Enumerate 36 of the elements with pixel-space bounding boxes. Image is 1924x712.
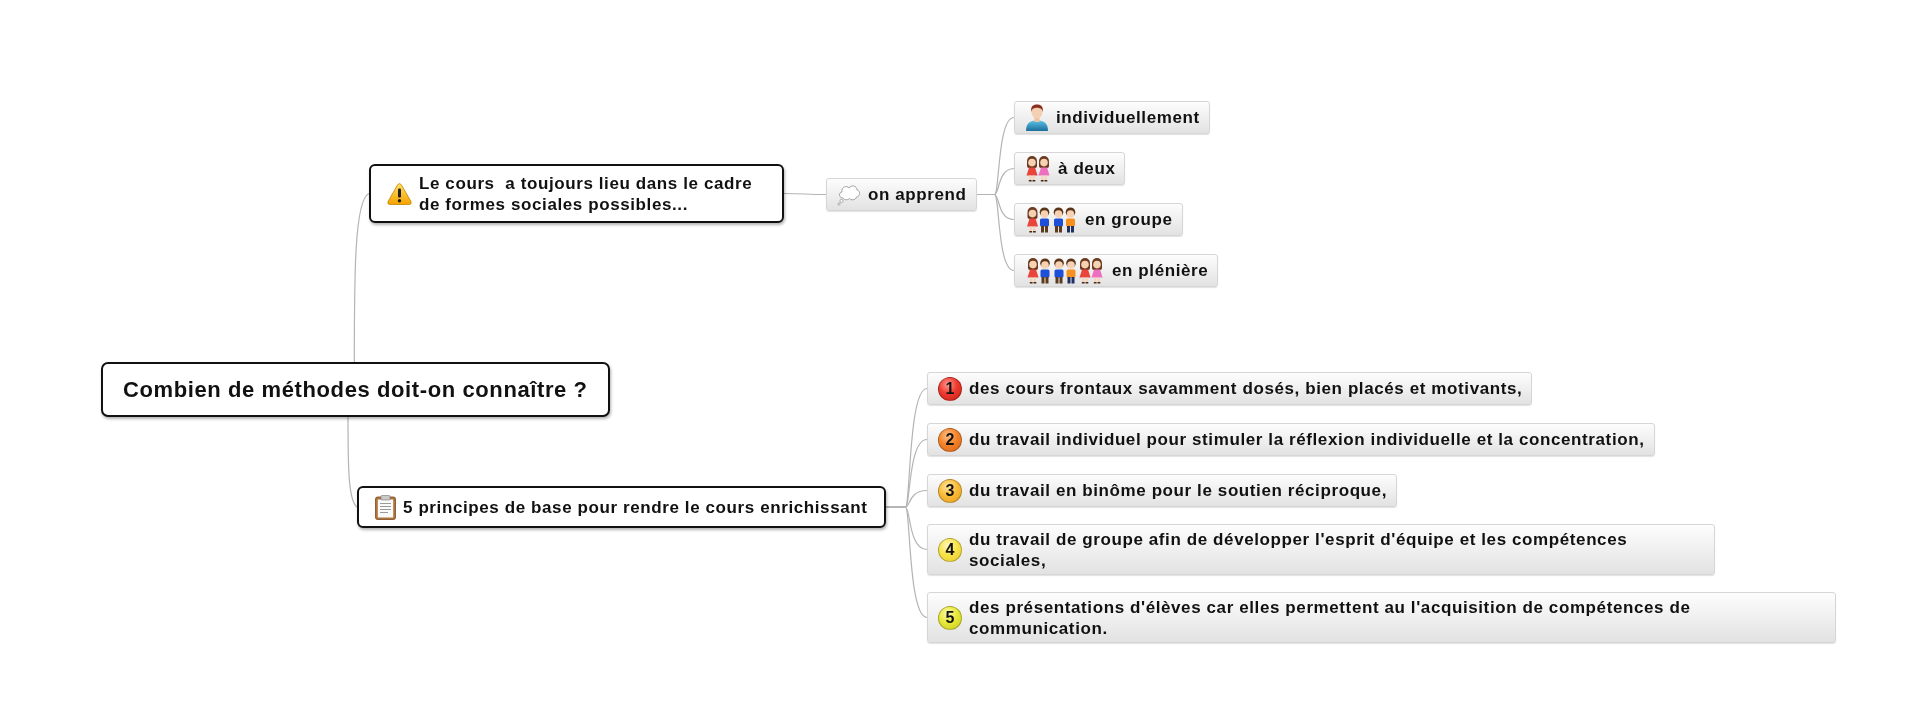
subtopic-box bbox=[927, 423, 1655, 456]
topic-label: du travail individuel pour stimuler la réflexion individuelle et la concentration, bbox=[969, 429, 1645, 450]
number-marker: 1 bbox=[938, 376, 962, 401]
subtopic-box bbox=[1014, 152, 1126, 185]
subtopic-box bbox=[927, 592, 1836, 643]
topic-label: 5 principes de base pour rendre le cours enrichissant bbox=[403, 496, 868, 518]
number-marker: 3 bbox=[938, 478, 962, 503]
topic-box bbox=[357, 486, 886, 528]
topic-label: Le cours a toujours lieu dans le cadre de formes sociales possibles... bbox=[419, 172, 754, 215]
connector-line bbox=[975, 193, 1015, 272]
topic-label: des cours frontaux savamment dosés, bien placés et motivants, bbox=[969, 378, 1523, 399]
connector-line bbox=[353, 192, 370, 363]
topic-label: des présentations d'élèves car elles permettent au l'acquisition de compétences de communication. bbox=[969, 596, 1692, 639]
number-marker: 5 bbox=[938, 605, 962, 630]
subtopic-box bbox=[826, 178, 977, 211]
topic-label: du travail en binôme pour le soutien réciproque, bbox=[969, 480, 1387, 501]
topic-label: du travail de groupe afin de développer l'esprit d'équipe et les compétences sociales, bbox=[969, 528, 1629, 571]
number-marker: 4 bbox=[938, 537, 962, 562]
subtopic-box bbox=[927, 372, 1533, 405]
topic-label: on apprend bbox=[868, 184, 967, 205]
central-topic-box bbox=[101, 362, 610, 417]
subtopic-box bbox=[927, 474, 1397, 507]
subtopic-box bbox=[927, 524, 1715, 575]
connector-line bbox=[347, 416, 358, 508]
connector-line bbox=[783, 192, 827, 196]
subtopic-box bbox=[1014, 254, 1219, 287]
topic-box bbox=[369, 164, 784, 223]
connector-line bbox=[884, 506, 928, 619]
subtopic-box bbox=[1014, 203, 1183, 236]
topic-label: en plénière bbox=[1112, 260, 1209, 281]
topic-title: Combien de méthodes doit-on connaître ? bbox=[123, 379, 588, 400]
topic-label: à deux bbox=[1058, 158, 1116, 179]
topic-label: individuellement bbox=[1056, 107, 1200, 128]
topic-label: en groupe bbox=[1085, 209, 1173, 230]
subtopic-box bbox=[1014, 101, 1210, 134]
number-marker: 2 bbox=[938, 427, 962, 452]
